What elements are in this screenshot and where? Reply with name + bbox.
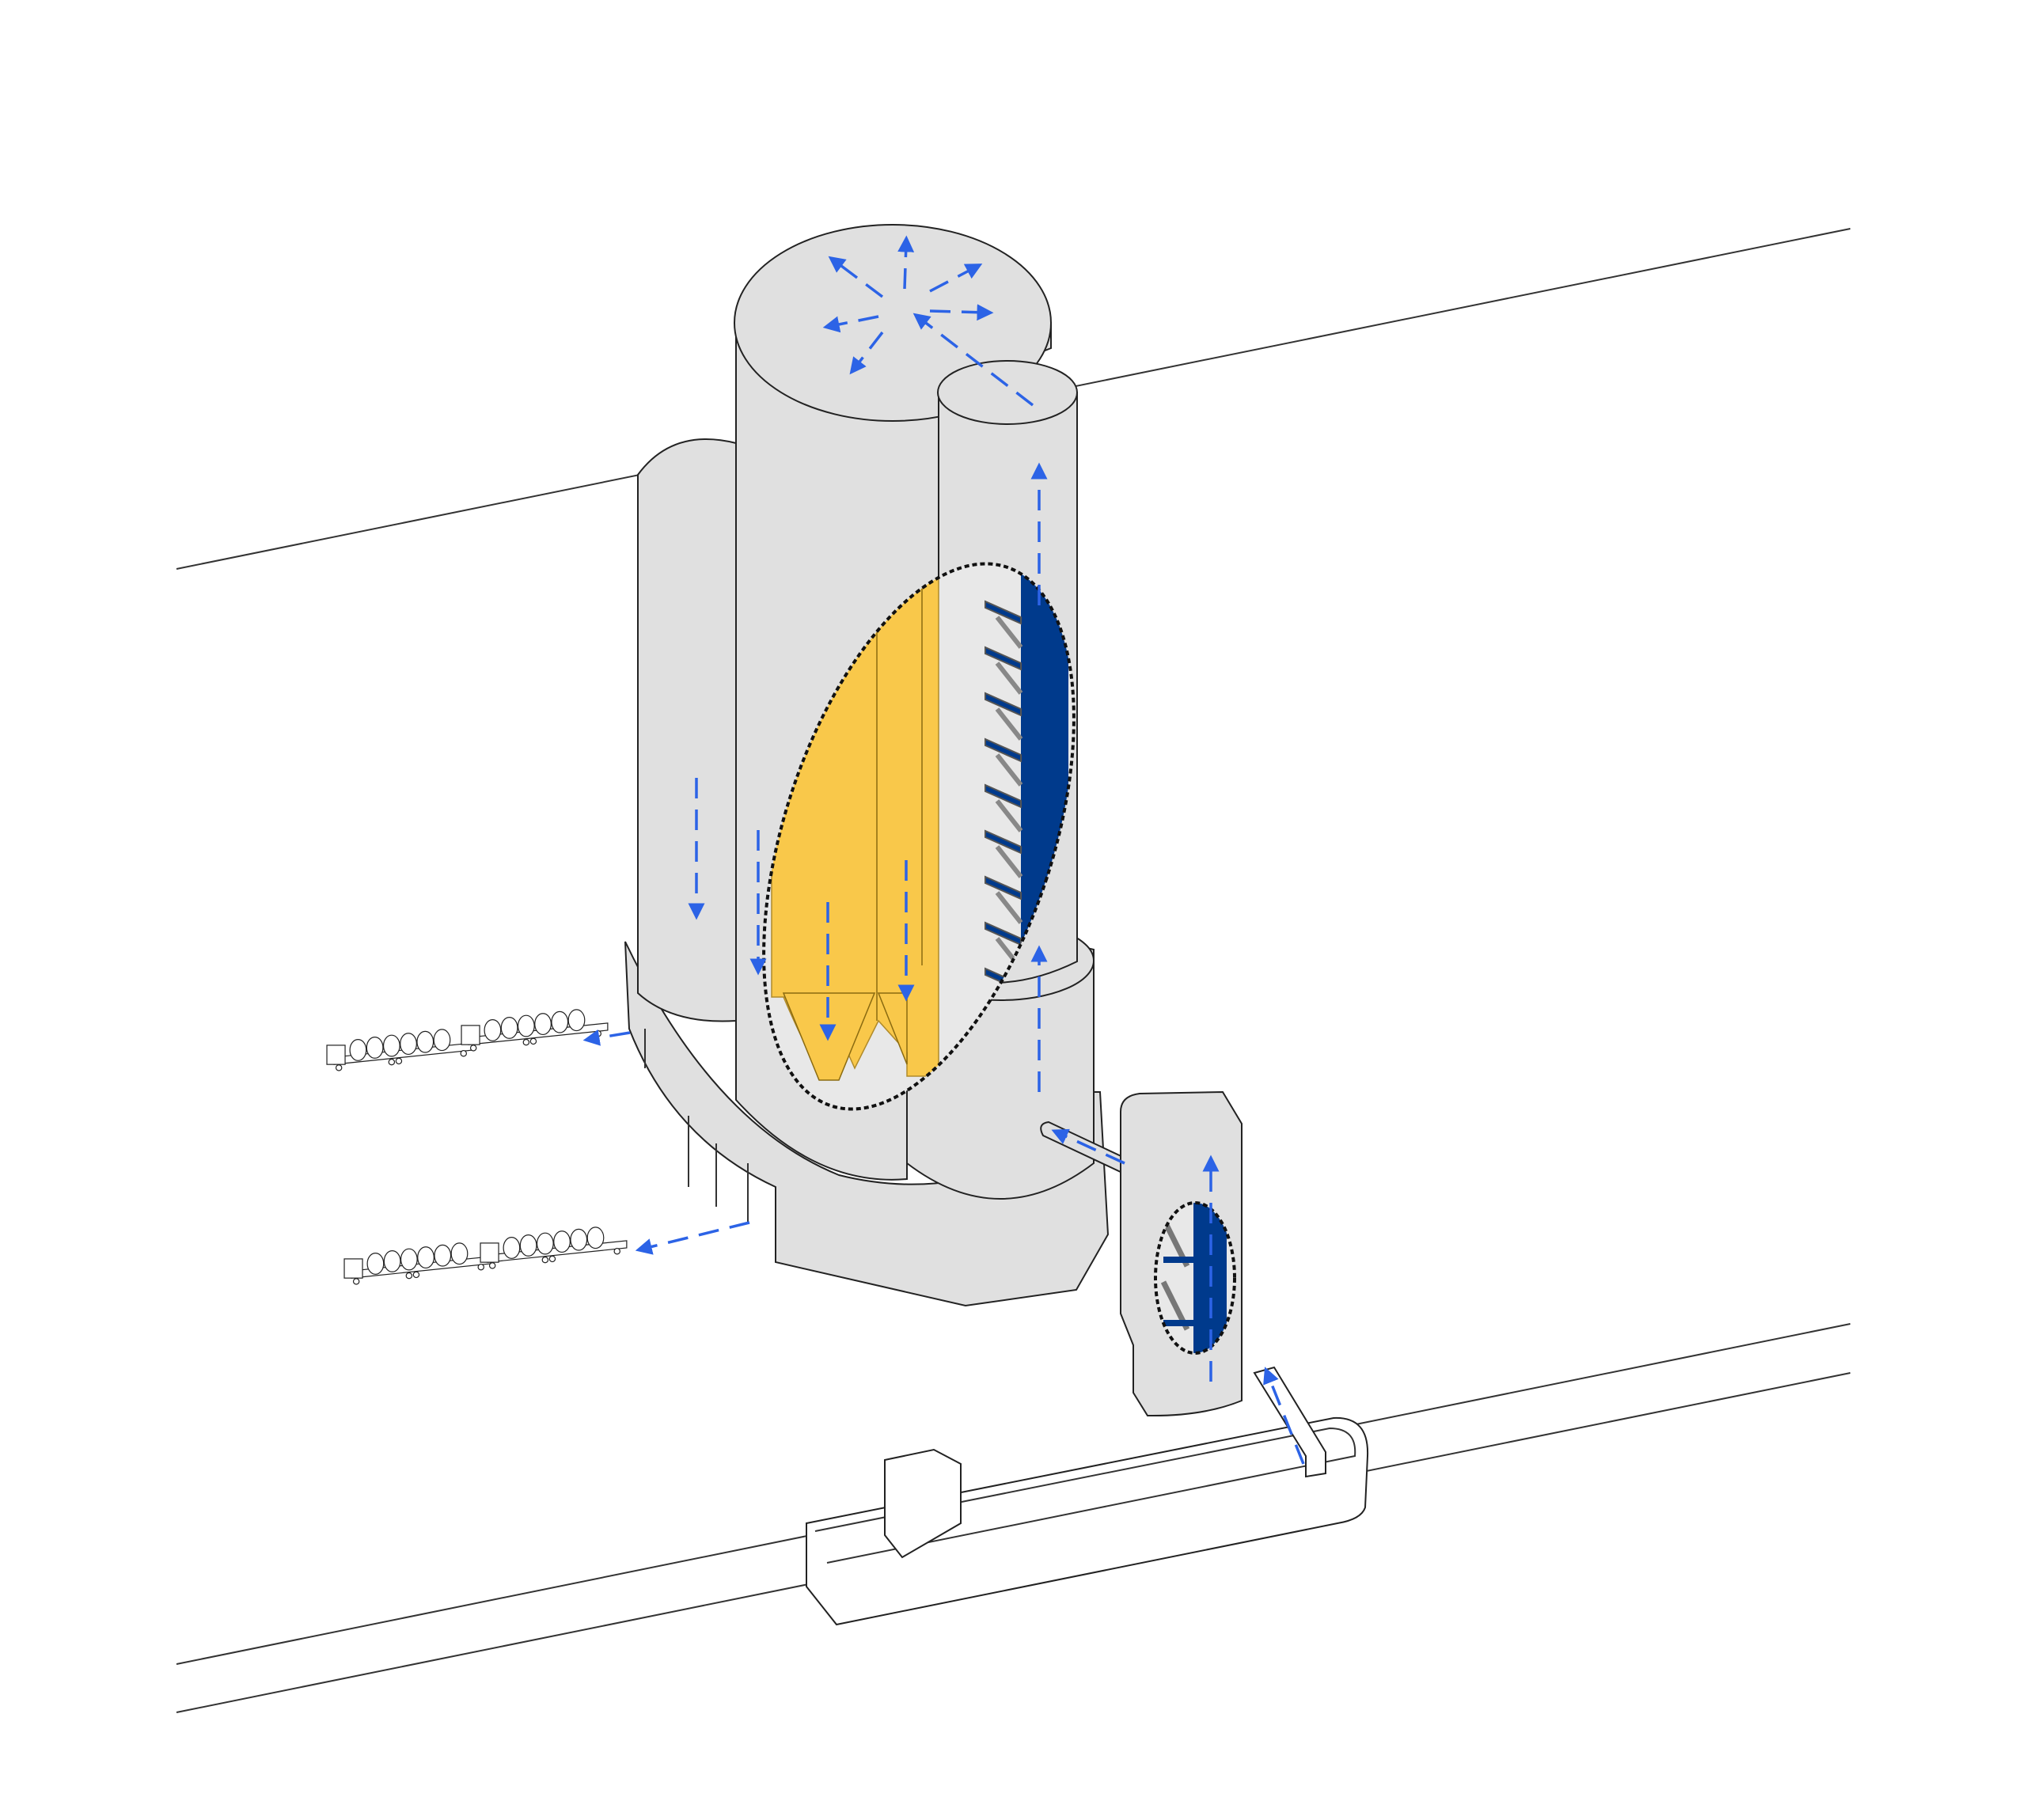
cutaway-outline [762,562,1076,1111]
left-silo [637,438,737,1022]
cargo-ship [806,1366,1369,1626]
train-upper [326,1009,609,1071]
base-supports [644,1029,749,1223]
train-lower [343,1227,628,1285]
ship-cabin [884,1448,962,1559]
intake-tower [1120,1090,1243,1417]
stairs [985,600,1022,992]
flow-arrows [582,235,1305,1465]
